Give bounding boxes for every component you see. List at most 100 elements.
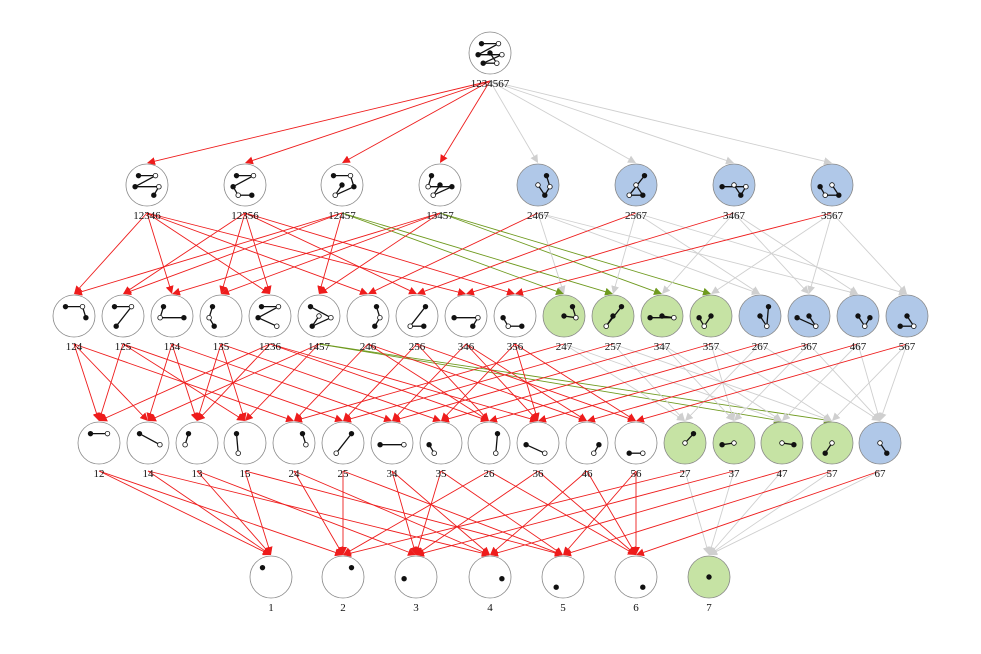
glyph-vertex — [647, 315, 653, 321]
node-5: 5 — [541, 555, 585, 614]
edge-35-3 — [414, 470, 442, 556]
node-label: 347 — [654, 341, 671, 353]
edge-1234567-12457 — [342, 80, 491, 164]
node-label: 26 — [484, 468, 496, 480]
node-6: 6 — [614, 555, 658, 614]
node-label: 124 — [66, 341, 83, 353]
glyph-vertex — [333, 450, 339, 456]
edge-567-67 — [878, 343, 908, 422]
node-2: 2 — [321, 555, 365, 614]
glyph-vertex — [764, 323, 770, 329]
glyph-vertex — [708, 313, 714, 319]
edge-12-1 — [98, 470, 272, 556]
node-label: 1236 — [259, 341, 282, 353]
node-label: 25 — [338, 468, 350, 480]
edge-1234567-13457 — [439, 80, 491, 164]
node-circle — [101, 294, 145, 338]
node-356: 356 — [493, 294, 537, 353]
node-label: 3 — [413, 602, 419, 614]
glyph-segment — [409, 306, 427, 327]
node-256: 256 — [395, 294, 439, 353]
glyph-vertex — [275, 303, 282, 310]
glyph-segment — [257, 306, 279, 319]
glyph-vertex — [152, 172, 159, 179]
node-1457: 1457 — [297, 294, 341, 353]
glyph-vertex — [904, 313, 910, 319]
glyph-vertex — [719, 442, 725, 448]
glyph-vertex — [867, 315, 873, 321]
glyph-vertex — [794, 315, 800, 321]
node-label: 247 — [556, 341, 573, 353]
node-label: 46 — [582, 468, 594, 480]
glyph-vertex — [547, 183, 553, 190]
edge-134-14 — [146, 343, 173, 421]
node-circle — [493, 294, 537, 338]
node-circle — [125, 163, 169, 207]
glyph-vertex — [373, 303, 380, 310]
edge-14-1 — [147, 470, 271, 555]
node-12457: 12457 — [320, 163, 364, 222]
glyph-vertex — [523, 442, 529, 448]
glyph-vertex — [757, 313, 763, 319]
node-25: 25 — [321, 421, 365, 480]
node-label: 5 — [560, 602, 566, 614]
edge-2467-267 — [537, 212, 761, 296]
edge-467-47 — [781, 343, 859, 422]
node-label: 357 — [703, 341, 720, 353]
node-label: 13 — [192, 468, 204, 480]
edge-13457-134 — [171, 212, 441, 296]
edge-12-2 — [98, 470, 344, 557]
node-circle — [370, 421, 414, 465]
edge-246-24 — [294, 343, 369, 422]
node-label: 1 — [268, 602, 274, 614]
node-circle — [467, 421, 511, 465]
node-label: 467 — [850, 341, 867, 353]
glyph-segment — [477, 43, 499, 56]
glyph-vertex — [738, 192, 744, 198]
node-label: 12356 — [231, 210, 259, 222]
edge-2567-257 — [611, 212, 637, 294]
node-7: 7 — [687, 555, 731, 614]
glyph-vertex — [426, 442, 432, 448]
glyph-vertex — [249, 192, 255, 198]
glyph-vertex — [401, 576, 407, 582]
glyph-vertex — [377, 315, 383, 321]
edge-layer — [73, 80, 908, 557]
edge-356-56 — [514, 343, 636, 422]
glyph-vertex — [307, 303, 314, 310]
glyph-segment — [232, 175, 254, 188]
edge-257-25 — [343, 343, 614, 423]
edge-3467-367 — [733, 212, 810, 294]
glyph-vertex — [87, 430, 94, 437]
glyph-vertex — [626, 450, 632, 456]
edge-1234567-12346 — [147, 80, 491, 166]
node-circle — [223, 421, 267, 465]
node-label: 125 — [115, 341, 132, 353]
edge-13-3 — [196, 470, 416, 556]
edge-134-13 — [171, 343, 199, 422]
node-label: 12457 — [328, 210, 356, 222]
glyph-vertex — [230, 183, 236, 190]
glyph-segment — [311, 317, 332, 327]
node-3567: 3567 — [810, 163, 854, 222]
glyph-vertex — [791, 442, 797, 448]
glyph-vertex — [640, 450, 646, 456]
glyph-vertex — [499, 576, 505, 582]
glyph-vertex — [806, 313, 812, 319]
node-357: 357 — [689, 294, 733, 353]
edge-1234567-2467 — [489, 80, 538, 163]
glyph-vertex — [542, 192, 548, 198]
node-label: 1234567 — [471, 78, 510, 90]
glyph-vertex — [731, 440, 737, 446]
edge-1234567-12356 — [244, 80, 491, 165]
glyph-vertex — [328, 315, 334, 321]
node-label: 2467 — [527, 210, 550, 222]
node-circle — [126, 421, 170, 465]
glyph-vertex — [377, 442, 383, 448]
glyph-vertex — [633, 182, 639, 188]
edge-47-7 — [708, 470, 783, 555]
node-2567: 2567 — [614, 163, 658, 222]
edge-12356-125 — [122, 212, 246, 294]
node-1234567: 1234567 — [468, 31, 512, 90]
